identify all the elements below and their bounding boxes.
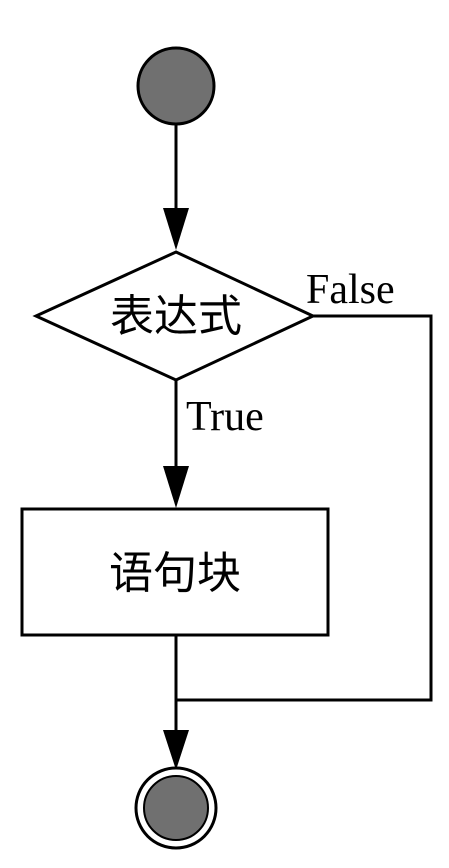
arrowhead-to-end [163,730,189,770]
false-label: False [306,267,395,313]
start-node [136,46,216,126]
edge-false-branch [176,314,433,702]
end-node-inner [143,775,209,841]
process-box [20,507,330,637]
decision-text: 表达式 [110,291,242,342]
arrowhead-to-decision [163,208,189,250]
arrowhead-to-process [163,466,189,508]
true-label: True [186,394,264,440]
process-text: 语句块 [109,548,241,599]
